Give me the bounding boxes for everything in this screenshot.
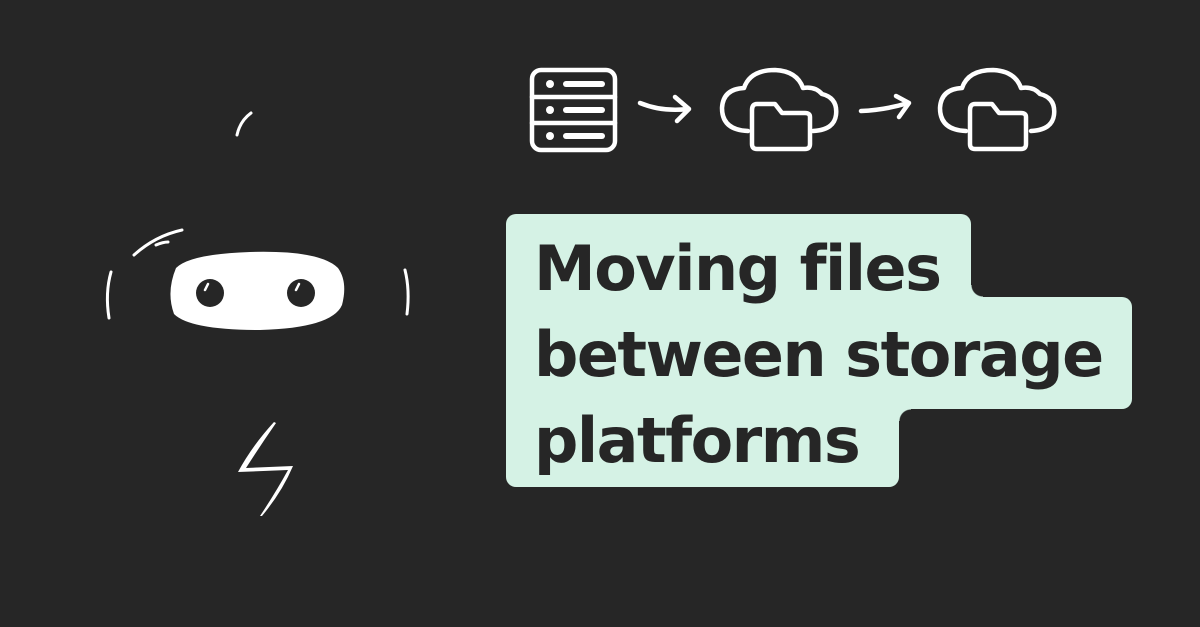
storage-flow-icons <box>529 67 1057 153</box>
head-side-left-icon <box>105 270 113 320</box>
headline-title: Moving files between storage platforms <box>534 226 1104 484</box>
sparkle-stroke-icon <box>235 111 253 137</box>
mascot-illustration <box>105 111 410 516</box>
cloud-folder-icon <box>937 67 1057 152</box>
headline-line-3: platforms <box>534 404 861 477</box>
face-band-icon <box>170 251 345 330</box>
headline-line-2: between storage <box>534 318 1104 391</box>
headline-line-1: Moving files <box>534 232 942 305</box>
highlight-line-3 <box>506 400 899 487</box>
highlight-corner <box>899 409 911 421</box>
head-arc-left-icon <box>132 228 184 257</box>
arrow-right-icon <box>858 93 912 120</box>
arrow-right-icon <box>637 94 692 124</box>
lightning-bolt-icon <box>238 422 293 516</box>
eyes-icon <box>196 279 315 307</box>
server-icon <box>529 67 618 153</box>
head-side-right-icon <box>403 268 410 316</box>
cloud-folder-icon <box>719 67 839 152</box>
highlight-corner <box>971 285 983 297</box>
highlight-line-2 <box>506 297 1132 409</box>
highlight-line-1 <box>506 214 971 304</box>
